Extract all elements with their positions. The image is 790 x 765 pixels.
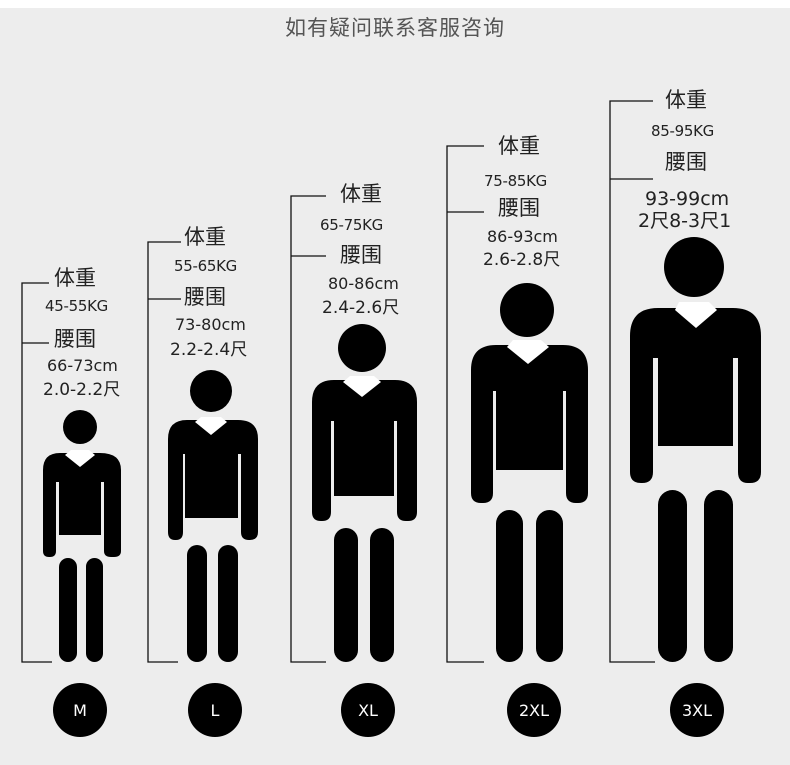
size-badge-l: L <box>188 683 242 737</box>
waist-cm-value: 80-86cm <box>328 274 399 293</box>
person-silhouette-icon-2xl <box>471 283 588 662</box>
weight-label: 体重 <box>340 182 382 206</box>
bracket-xl <box>290 195 326 663</box>
waist-label: 腰围 <box>184 285 226 309</box>
bracket-m <box>21 282 52 663</box>
waist-cm-value: 86-93cm <box>487 227 558 246</box>
page-title: 如有疑问联系客服咨询 <box>285 16 505 40</box>
person-silhouette-icon-l <box>168 370 258 662</box>
brackets <box>21 100 655 663</box>
waist-label: 腰围 <box>54 327 96 351</box>
size-badge-3xl: 3XL <box>670 683 724 737</box>
bracket-2xl <box>446 145 484 663</box>
weight-value: 75-85KG <box>484 172 547 190</box>
weight-label: 体重 <box>498 134 540 158</box>
person-silhouette-icon-xl <box>312 324 417 662</box>
weight-value: 55-65KG <box>174 257 237 275</box>
waist-chi-value: 2.2-2.4尺 <box>170 340 248 360</box>
person-silhouette-icon-m <box>43 410 121 662</box>
bracket-l <box>147 241 181 663</box>
size-badge-2xl: 2XL <box>507 683 561 737</box>
bracket-3xl <box>609 100 655 663</box>
waist-cm-value: 66-73cm <box>47 356 118 375</box>
weight-label: 体重 <box>54 266 96 290</box>
waist-label: 腰围 <box>340 243 382 267</box>
weight-value: 45-55KG <box>45 297 108 315</box>
weight-value: 65-75KG <box>320 216 383 234</box>
weight-label: 体重 <box>184 225 226 249</box>
waist-cm-value: 73-80cm <box>175 315 246 334</box>
person-silhouette-icon-3xl <box>630 237 761 662</box>
weight-label: 体重 <box>665 88 707 112</box>
waist-chi-value: 2.6-2.8尺 <box>483 250 561 270</box>
size-badge-m: M <box>53 683 107 737</box>
waist-label: 腰围 <box>665 150 707 174</box>
waist-cm-value: 93-99cm <box>645 188 730 210</box>
waist-chi-value: 2.0-2.2尺 <box>43 380 121 400</box>
waist-label: 腰围 <box>498 196 540 220</box>
weight-value: 85-95KG <box>651 122 714 140</box>
waist-chi-value: 2.4-2.6尺 <box>322 298 400 318</box>
size-badge-xl: XL <box>341 683 395 737</box>
waist-chi-value: 2尺8-3尺1 <box>638 210 732 232</box>
